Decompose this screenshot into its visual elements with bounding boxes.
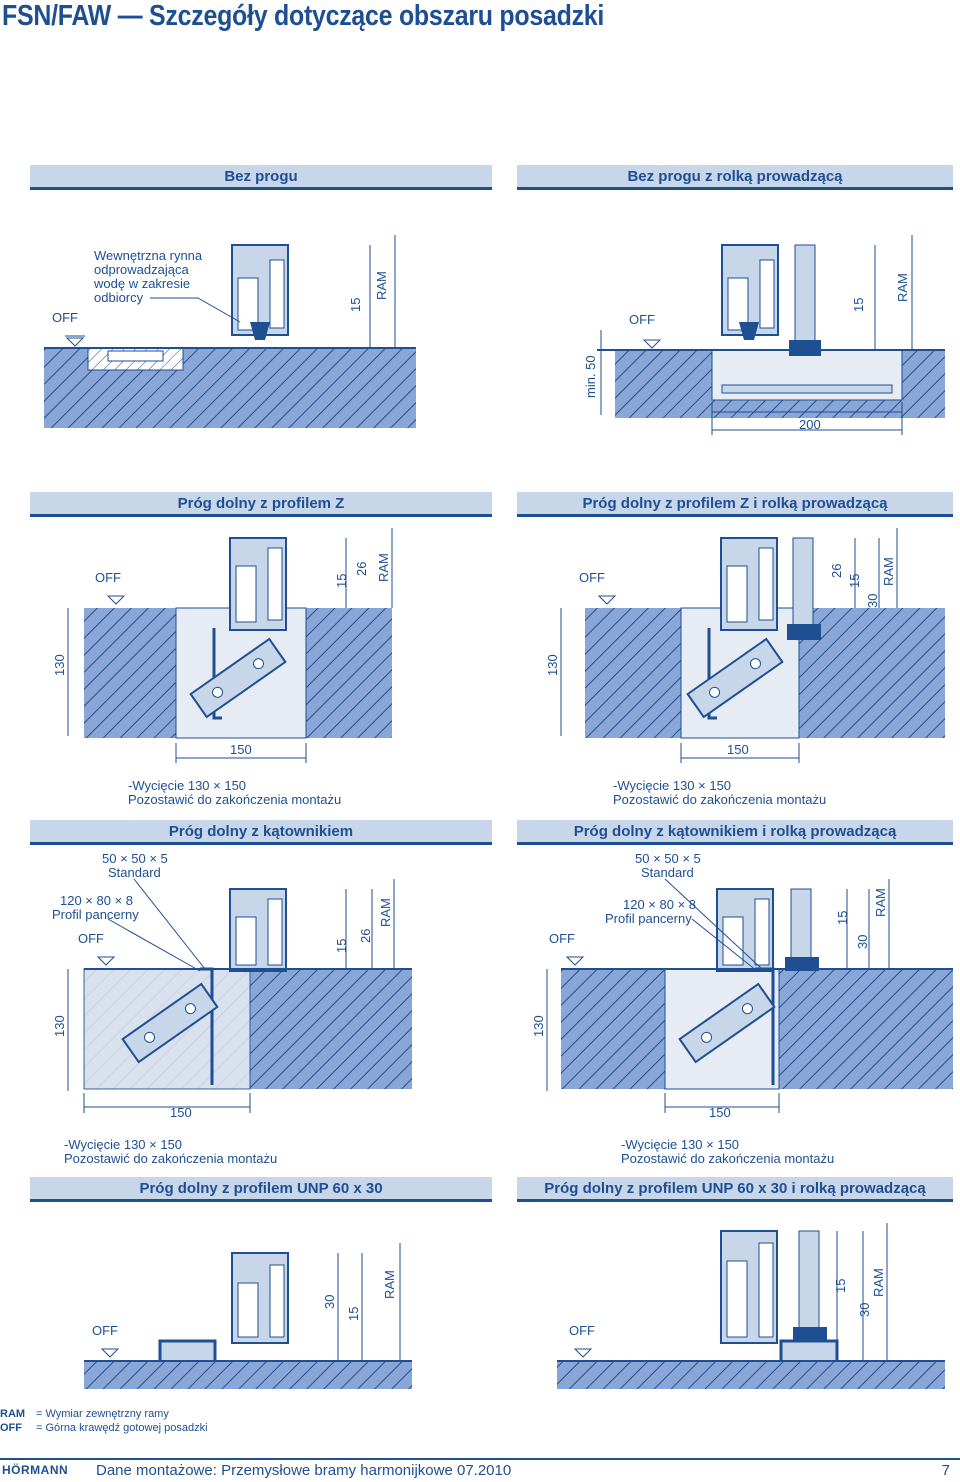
- cutout-note-line-2: Pozostawić do zakończenia montażu: [613, 792, 826, 807]
- dim-ram: RAM: [881, 557, 896, 586]
- drawing-no-threshold: OFF 15 RAM Wewnętrzna rynna odprowadzają…: [0, 190, 492, 430]
- angle-std-line-1: 50 × 50 × 5: [635, 851, 701, 866]
- dim-30: 30: [322, 1295, 337, 1309]
- drawing-unp-profile: OFF 30 15 RAM: [0, 1203, 492, 1393]
- dim-ram: RAM: [378, 898, 393, 927]
- dim-15: 15: [334, 574, 349, 588]
- dim-26: 26: [358, 929, 373, 943]
- section-header-z-profile: Próg dolny z profilem Z: [30, 492, 492, 517]
- off-label: OFF: [579, 570, 605, 585]
- dim-15: 15: [847, 574, 862, 588]
- dim-15: 15: [833, 1279, 848, 1293]
- cutout-note-line-2: Pozostawić do zakończenia montażu: [64, 1151, 277, 1166]
- dim-ram: RAM: [376, 553, 391, 582]
- legend-ram-text: = Wymiar zewnętrzny ramy: [36, 1408, 169, 1420]
- off-label: OFF: [549, 931, 575, 946]
- cutout-note-line-2: Pozostawić do zakończenia montażu: [128, 792, 341, 807]
- anchor-plate: [189, 637, 287, 719]
- legend-off-text: = Górna krawędź gotowej posadzki: [36, 1422, 208, 1434]
- drawing-z-profile: OFF 15 26 RAM 130 150 -Wycięcie 130 × 15…: [0, 518, 492, 814]
- page-title: FSN/FAW — Szczegóły dotyczące obszaru po…: [2, 0, 605, 32]
- armor-line-2: Profil pancerny: [52, 907, 139, 922]
- dim-15: 15: [334, 939, 349, 953]
- drawing-angle-detail: 50 × 50 × 5 Standard 120 × 80 × 8 Profil…: [0, 845, 492, 1175]
- page-number: 7: [941, 1462, 950, 1479]
- section-header-angle: Próg dolny z kątownikiem: [30, 820, 492, 845]
- dim-150: 150: [170, 1105, 192, 1120]
- gutter-note-line-4: odbiorcy: [94, 290, 144, 305]
- angle-std-line-1: 50 × 50 × 5: [102, 851, 168, 866]
- gutter-note-line-3: wodę w zakresie: [93, 276, 190, 291]
- drawing-z-profile-guide-roller: OFF 26 15 30 RAM 130 150 -Wycięcie 130 ×…: [517, 518, 953, 814]
- legend-off-abbr: OFF: [0, 1422, 22, 1434]
- dim-130: 130: [531, 1015, 546, 1037]
- dim-ram: RAM: [895, 273, 910, 302]
- dim-ram: RAM: [873, 888, 888, 917]
- dim-30: 30: [865, 594, 880, 608]
- footer-divider: [0, 1458, 960, 1460]
- cutout-note-line-1: -Wycięcie 130 × 150: [621, 1137, 739, 1152]
- cutout-note-line-1: -Wycięcie 130 × 150: [64, 1137, 182, 1152]
- brand-logo: HÖRMANN: [2, 1463, 69, 1477]
- legend-ram: RAM = Wymiar zewnętrzny ramy: [0, 1407, 169, 1421]
- drawing-no-threshold-guide-roller: OFF 15 RAM min. 50 200: [517, 190, 953, 450]
- cutout-note-line-2: Pozostawić do zakończenia montażu: [621, 1151, 834, 1166]
- dim-ram: RAM: [374, 271, 389, 300]
- off-label: OFF: [78, 931, 104, 946]
- dim-150: 150: [230, 742, 252, 757]
- cutout-note-line-1: -Wycięcie 130 × 150: [613, 778, 731, 793]
- off-label: OFF: [95, 570, 121, 585]
- armor-line-1: 120 × 80 × 8: [60, 893, 133, 908]
- dim-30: 30: [857, 1303, 872, 1317]
- dim-130: 130: [52, 654, 67, 676]
- dim-130: 130: [52, 1015, 67, 1037]
- dim-200: 200: [799, 417, 821, 432]
- dim-ram: RAM: [871, 1268, 886, 1297]
- armor-line-1: 120 × 80 × 8: [623, 897, 696, 912]
- footer-text: Dane montażowe: Przemysłowe bramy harmon…: [96, 1462, 512, 1479]
- dim-15: 15: [346, 1307, 361, 1321]
- section-header-no-threshold-guide-roller: Bez progu z rolką prowadzącą: [517, 165, 953, 190]
- angle-std-line-2: Standard: [108, 865, 161, 880]
- off-label: OFF: [92, 1323, 118, 1338]
- legend-off: OFF = Górna krawędź gotowej posadzki: [0, 1421, 208, 1435]
- gutter-note-line-2: odprowadzająca: [94, 262, 189, 277]
- dim-150: 150: [709, 1105, 731, 1120]
- dim-150: 150: [727, 742, 749, 757]
- section-header-no-threshold: Bez progu: [30, 165, 492, 190]
- off-label: OFF: [629, 312, 655, 327]
- off-label: OFF: [52, 310, 78, 325]
- drawing-angle-guide-roller: 50 × 50 × 5 Standard 120 × 80 × 8 Profil…: [517, 845, 953, 1175]
- dim-26: 26: [829, 564, 844, 578]
- section-header-unp-profile: Próg dolny z profilem UNP 60 x 30: [30, 1177, 492, 1202]
- section-header-angle-guide-roller: Próg dolny z kątownikiem i rolką prowadz…: [517, 820, 953, 845]
- dim-26: 26: [354, 562, 369, 576]
- angle-std-line-2: Standard: [641, 865, 694, 880]
- dim-130: 130: [545, 654, 560, 676]
- gutter-note-line-1: Wewnętrzna rynna: [94, 248, 203, 263]
- unp-profile: [158, 1339, 217, 1361]
- drawing-unp-profile-guide-roller: OFF 15 30 RAM: [517, 1203, 953, 1393]
- cutout-note-line-1: -Wycięcie 130 × 150: [128, 778, 246, 793]
- dim-ram: RAM: [382, 1270, 397, 1299]
- off-label: OFF: [569, 1323, 595, 1338]
- armor-line-2: Profil pancerny: [605, 911, 692, 926]
- dim-15: 15: [851, 298, 866, 312]
- section-header-z-profile-guide-roller: Próg dolny z profilem Z i rolką prowadzą…: [517, 492, 953, 517]
- guide-rail: [721, 384, 893, 394]
- dim-15: 15: [835, 911, 850, 925]
- section-header-unp-profile-guide-roller: Próg dolny z profilem UNP 60 x 30 i rolk…: [517, 1177, 953, 1202]
- legend-ram-abbr: RAM: [0, 1408, 26, 1420]
- dim-min50: min. 50: [583, 355, 598, 398]
- dim-15: 15: [348, 298, 363, 312]
- dim-30: 30: [855, 935, 870, 949]
